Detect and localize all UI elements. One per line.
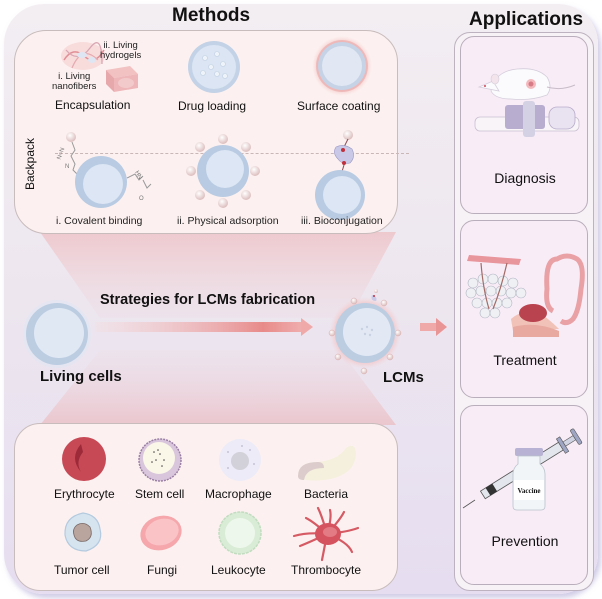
cell-label-erythrocyte: Erythrocyte bbox=[54, 487, 115, 501]
cell-label-fungi: Fungi bbox=[147, 563, 178, 577]
hydrogels-sublabel-line2: hydrogels bbox=[100, 50, 142, 62]
svg-text:O: O bbox=[139, 196, 144, 202]
surface-coating-cell-icon bbox=[312, 36, 372, 96]
physical-adsorption-icon bbox=[186, 134, 260, 208]
applications-title: Applications bbox=[469, 9, 584, 30]
macrophage-icon bbox=[219, 439, 261, 481]
app-card-diagnosis: Diagnosis bbox=[460, 36, 588, 214]
cell-label-tumor-cell: Tumor cell bbox=[54, 563, 110, 577]
nanofibers-sublabel-line1: i. Living bbox=[58, 71, 91, 82]
bioconjugation-label: iii. Bioconjugation bbox=[301, 215, 383, 227]
app-card-treatment: Treatment bbox=[460, 220, 588, 398]
living-cells-label: Living cells bbox=[40, 368, 122, 385]
methods-title: Methods bbox=[172, 5, 251, 26]
hydrogel-cube-icon bbox=[106, 66, 138, 92]
lcm-cell-icon bbox=[328, 289, 402, 375]
covalent-binding-label: i. Covalent binding bbox=[56, 215, 143, 227]
covalent-binding-icon: N=N N HN O bbox=[57, 132, 152, 208]
bacteria-icon bbox=[298, 445, 356, 481]
strategy-arrow-icon bbox=[95, 318, 313, 336]
svg-text:N: N bbox=[65, 164, 69, 170]
cell-label-stem-cell: Stem cell bbox=[135, 487, 185, 501]
cell-label-leukocyte: Leukocyte bbox=[211, 563, 266, 577]
fungi-icon bbox=[140, 515, 182, 551]
tissue-organs-icon bbox=[465, 253, 585, 337]
svg-text:N=N: N=N bbox=[57, 147, 67, 160]
cell-label-bacteria: Bacteria bbox=[304, 487, 349, 501]
app-label-prevention: Prevention bbox=[491, 533, 559, 549]
lcms-label: LCMs bbox=[383, 369, 424, 386]
cell-label-macrophage: Macrophage bbox=[205, 487, 272, 501]
leukocyte-icon bbox=[218, 511, 262, 555]
app-label-treatment: Treatment bbox=[493, 352, 557, 368]
vaccine-syringe-icon: Vaccine bbox=[462, 428, 583, 511]
physical-adsorption-label: ii. Physical adsorption bbox=[177, 215, 279, 227]
erythrocyte-icon bbox=[62, 437, 106, 481]
svg-text:HN: HN bbox=[133, 170, 143, 181]
surface-coating-label: Surface coating bbox=[297, 99, 381, 113]
strategy-label: Strategies for LCMs fabrication bbox=[100, 292, 316, 308]
tumor-cell-icon bbox=[64, 512, 102, 552]
nanofibers-sublabel: i. Living nanofibers bbox=[52, 71, 97, 93]
drug-loading-cell-icon bbox=[188, 41, 240, 93]
stem-cell-icon bbox=[138, 438, 182, 482]
nanofibers-icon bbox=[61, 42, 105, 70]
to-applications-arrow-icon bbox=[420, 318, 447, 336]
vaccine-label-text: Vaccine bbox=[517, 487, 540, 495]
backpack-label: Backpack bbox=[23, 137, 37, 190]
mouse-imaging-icon bbox=[474, 68, 580, 137]
hydrogels-sublabel-line1: ii. Living bbox=[103, 40, 138, 51]
nanofibers-sublabel-line2: nanofibers bbox=[52, 81, 97, 93]
hydrogels-sublabel: ii. Living hydrogels bbox=[100, 40, 142, 62]
drug-loading-label: Drug loading bbox=[178, 99, 247, 113]
bioconjugation-icon bbox=[315, 130, 365, 220]
app-card-prevention: Vaccine Prevention bbox=[460, 405, 588, 585]
encapsulation-label: Encapsulation bbox=[55, 98, 131, 112]
cell-label-thrombocyte: Thrombocyte bbox=[291, 563, 362, 577]
app-label-diagnosis: Diagnosis bbox=[494, 170, 556, 186]
living-cell-icon bbox=[23, 300, 91, 368]
thrombocyte-icon bbox=[292, 506, 360, 562]
